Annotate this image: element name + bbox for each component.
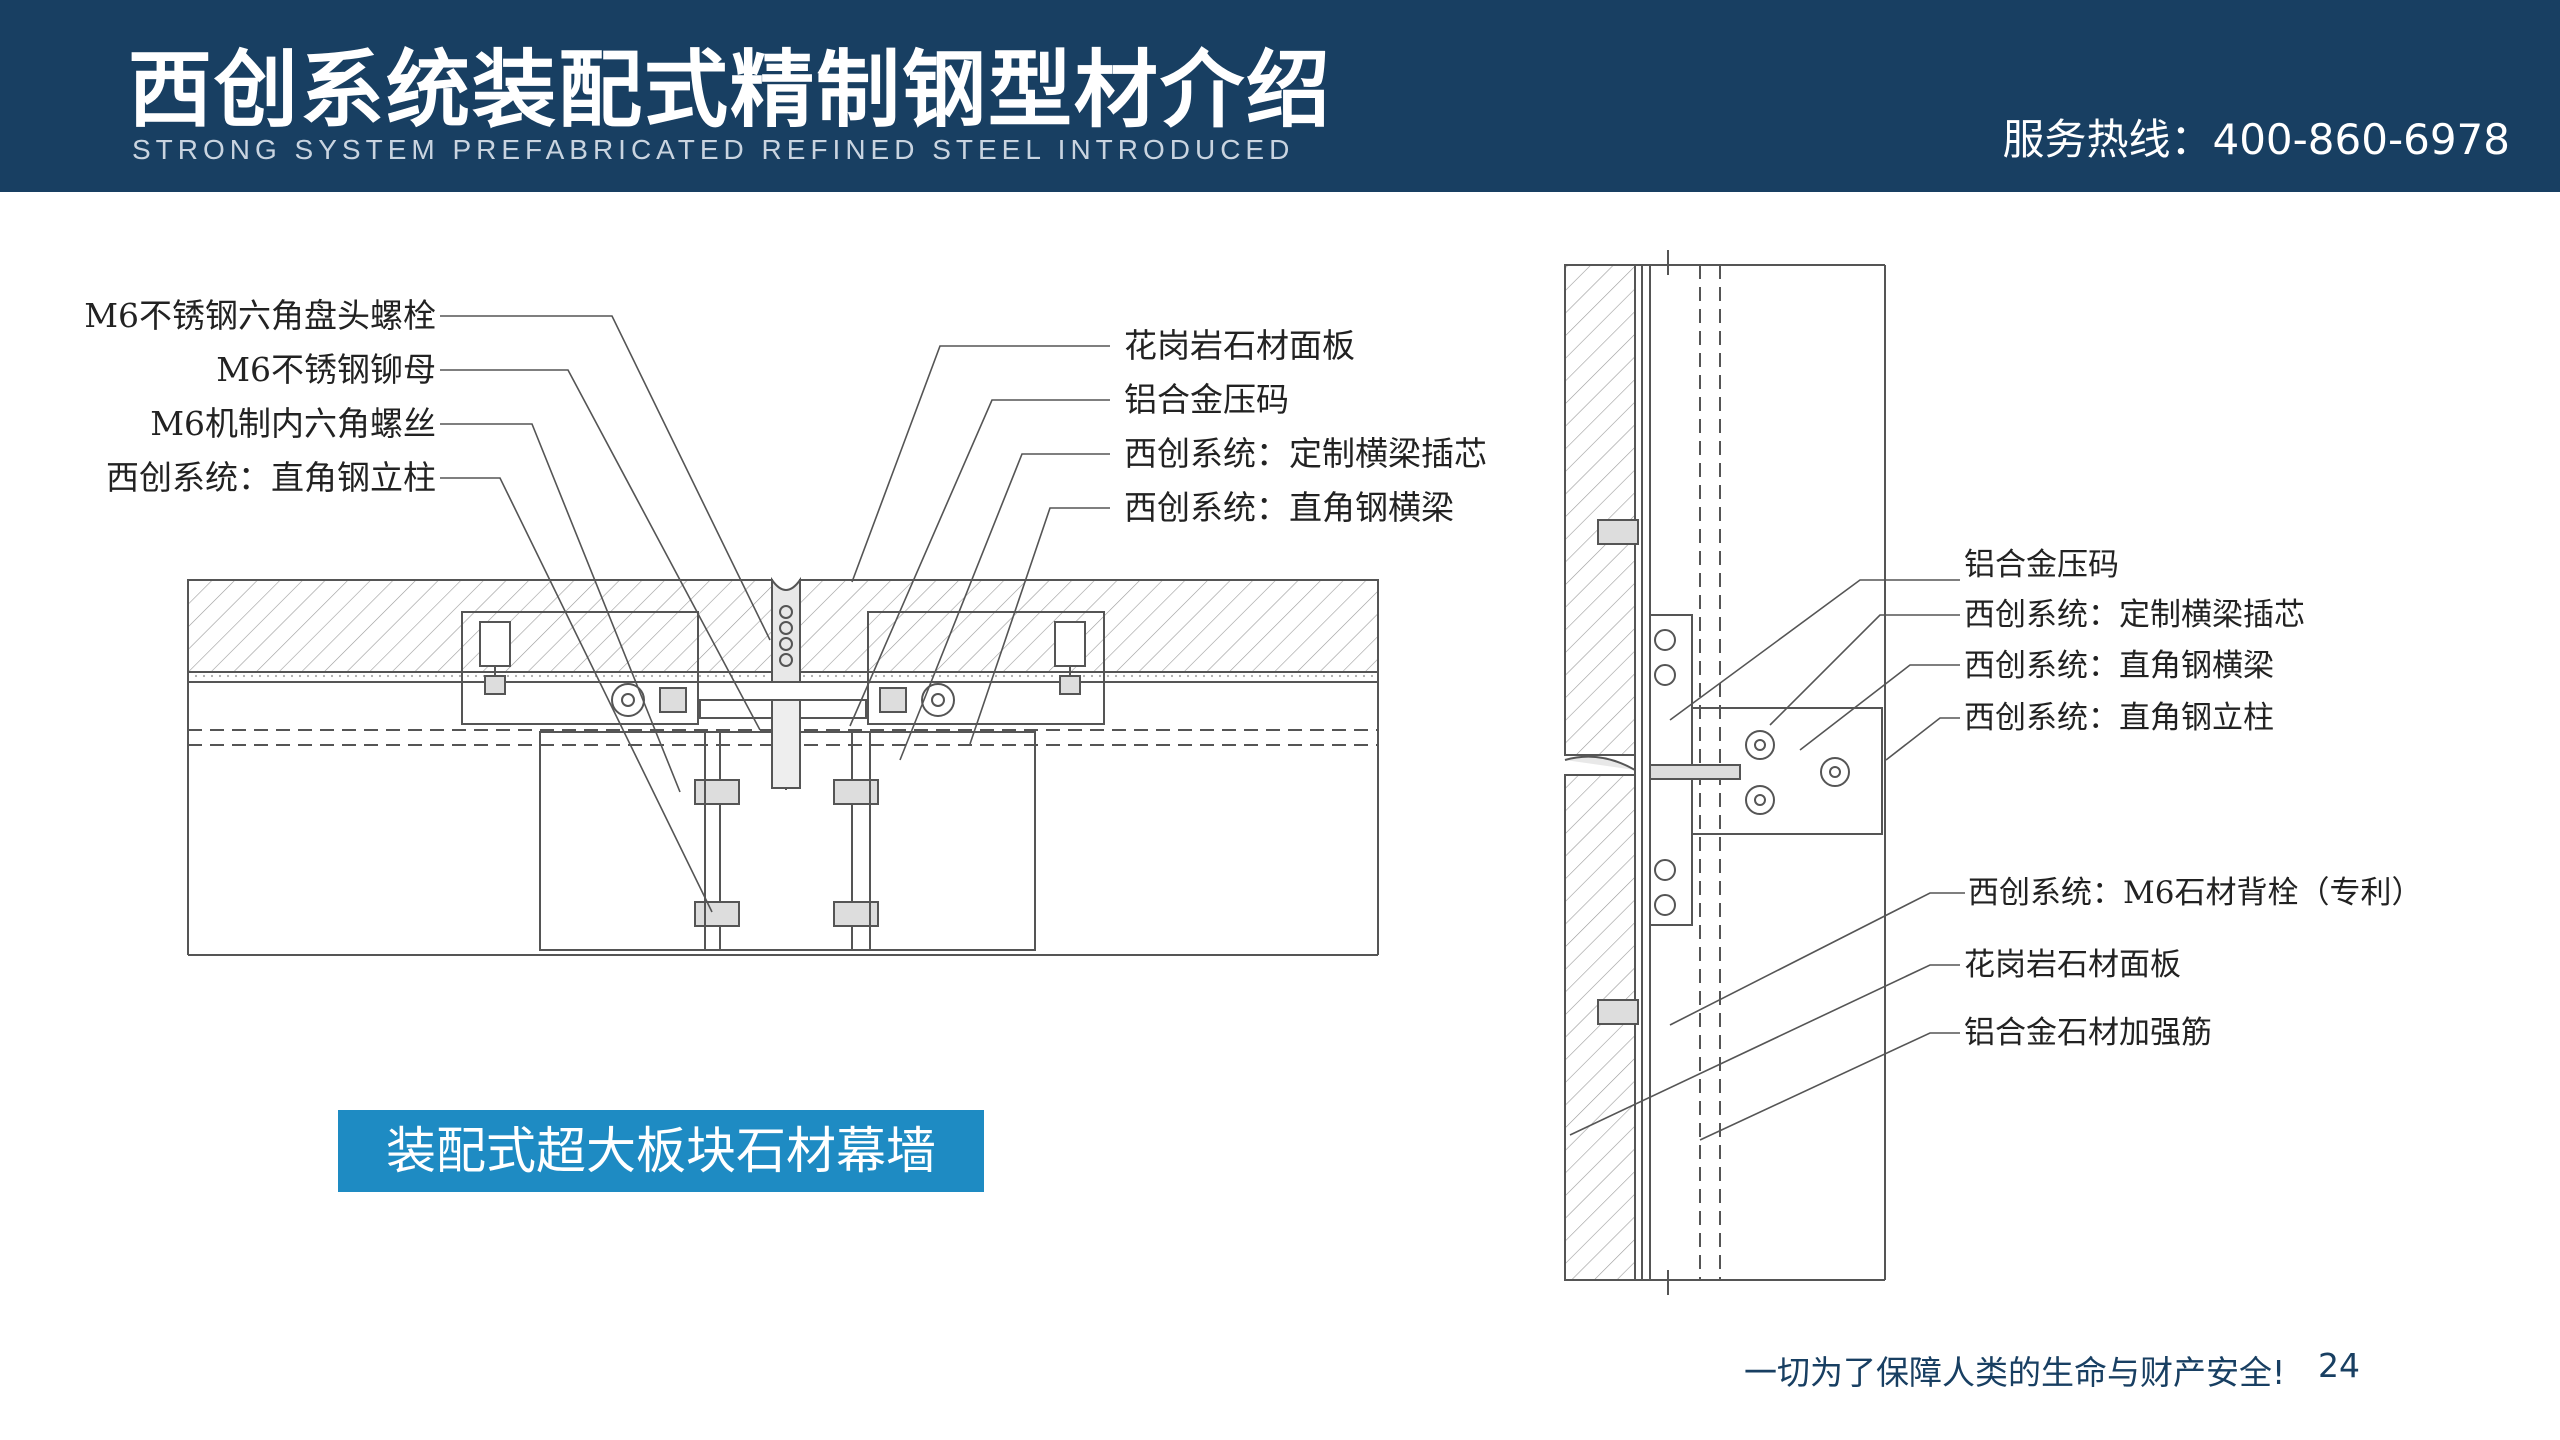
page-title: 西创系统装配式精制钢型材介绍: [128, 41, 1333, 139]
reinforcement-strip-right: [799, 671, 1379, 683]
plan-label-insert: 西创系统：定制横梁插芯: [1124, 434, 1487, 473]
plan-label-beam: 西创系统：直角钢横梁: [1124, 488, 1454, 527]
section-view: [1564, 250, 1886, 1295]
section-label-granite: 花岗岩石材面板: [1964, 947, 2181, 983]
service-hotline: 服务热线：400-860-6978: [2002, 115, 2510, 164]
granite-panel-lower: [1564, 774, 1636, 1281]
section-label-back-bolt: 西创系统：M6石材背栓（专利）: [1968, 875, 2423, 911]
footer-slogan: 一切为了保障人类的生命与财产安全!: [1744, 1353, 2286, 1392]
plan-label-rivet-nut: M6不锈钢铆母: [216, 350, 436, 389]
technical-drawing: [187, 250, 1965, 1295]
section-label-insert: 西创系统：定制横梁插芯: [1964, 597, 2305, 633]
reinforcement-strip-left: [187, 671, 773, 683]
page-number: 24: [2318, 1346, 2360, 1385]
plan-label-granite: 花岗岩石材面板: [1124, 326, 1355, 365]
plan-leaders: [440, 315, 1110, 913]
plan-label-column: 西创系统：直角钢立柱: [106, 458, 436, 497]
granite-panel-right: [799, 579, 1379, 673]
section-leaders: [1569, 579, 1965, 1141]
back-bolt-left: [479, 621, 511, 695]
section-label-pressure-plate: 铝合金压码: [1964, 547, 2119, 583]
section-label-beam: 西创系统：直角钢横梁: [1964, 648, 2274, 684]
plan-label-hex-screw: M6机制内六角螺丝: [150, 404, 436, 443]
plan-view: [187, 576, 1379, 956]
back-bolt-right: [1054, 621, 1086, 695]
center-bolt: [771, 699, 801, 789]
granite-panel-upper: [1564, 264, 1636, 756]
plan-label-pressure-plate: 铝合金压码: [1124, 380, 1289, 419]
header-bar: 西创系统装配式精制钢型材介绍 STRONG SYSTEM PREFABRICAT…: [0, 0, 2560, 192]
section-label-reinforcement: 铝合金石材加强筋: [1964, 1015, 2212, 1051]
joint-sealant: [771, 576, 801, 683]
plan-label-bolt: M6不锈钢六角盘头螺栓: [84, 296, 436, 335]
section-label-column: 西创系统：直角钢立柱: [1964, 700, 2274, 736]
page-subtitle: STRONG SYSTEM PREFABRICATED REFINED STEE…: [132, 134, 1295, 165]
section-bracket: [1649, 614, 1883, 926]
caption-badge: 装配式超大板块石材幕墙: [338, 1110, 984, 1192]
